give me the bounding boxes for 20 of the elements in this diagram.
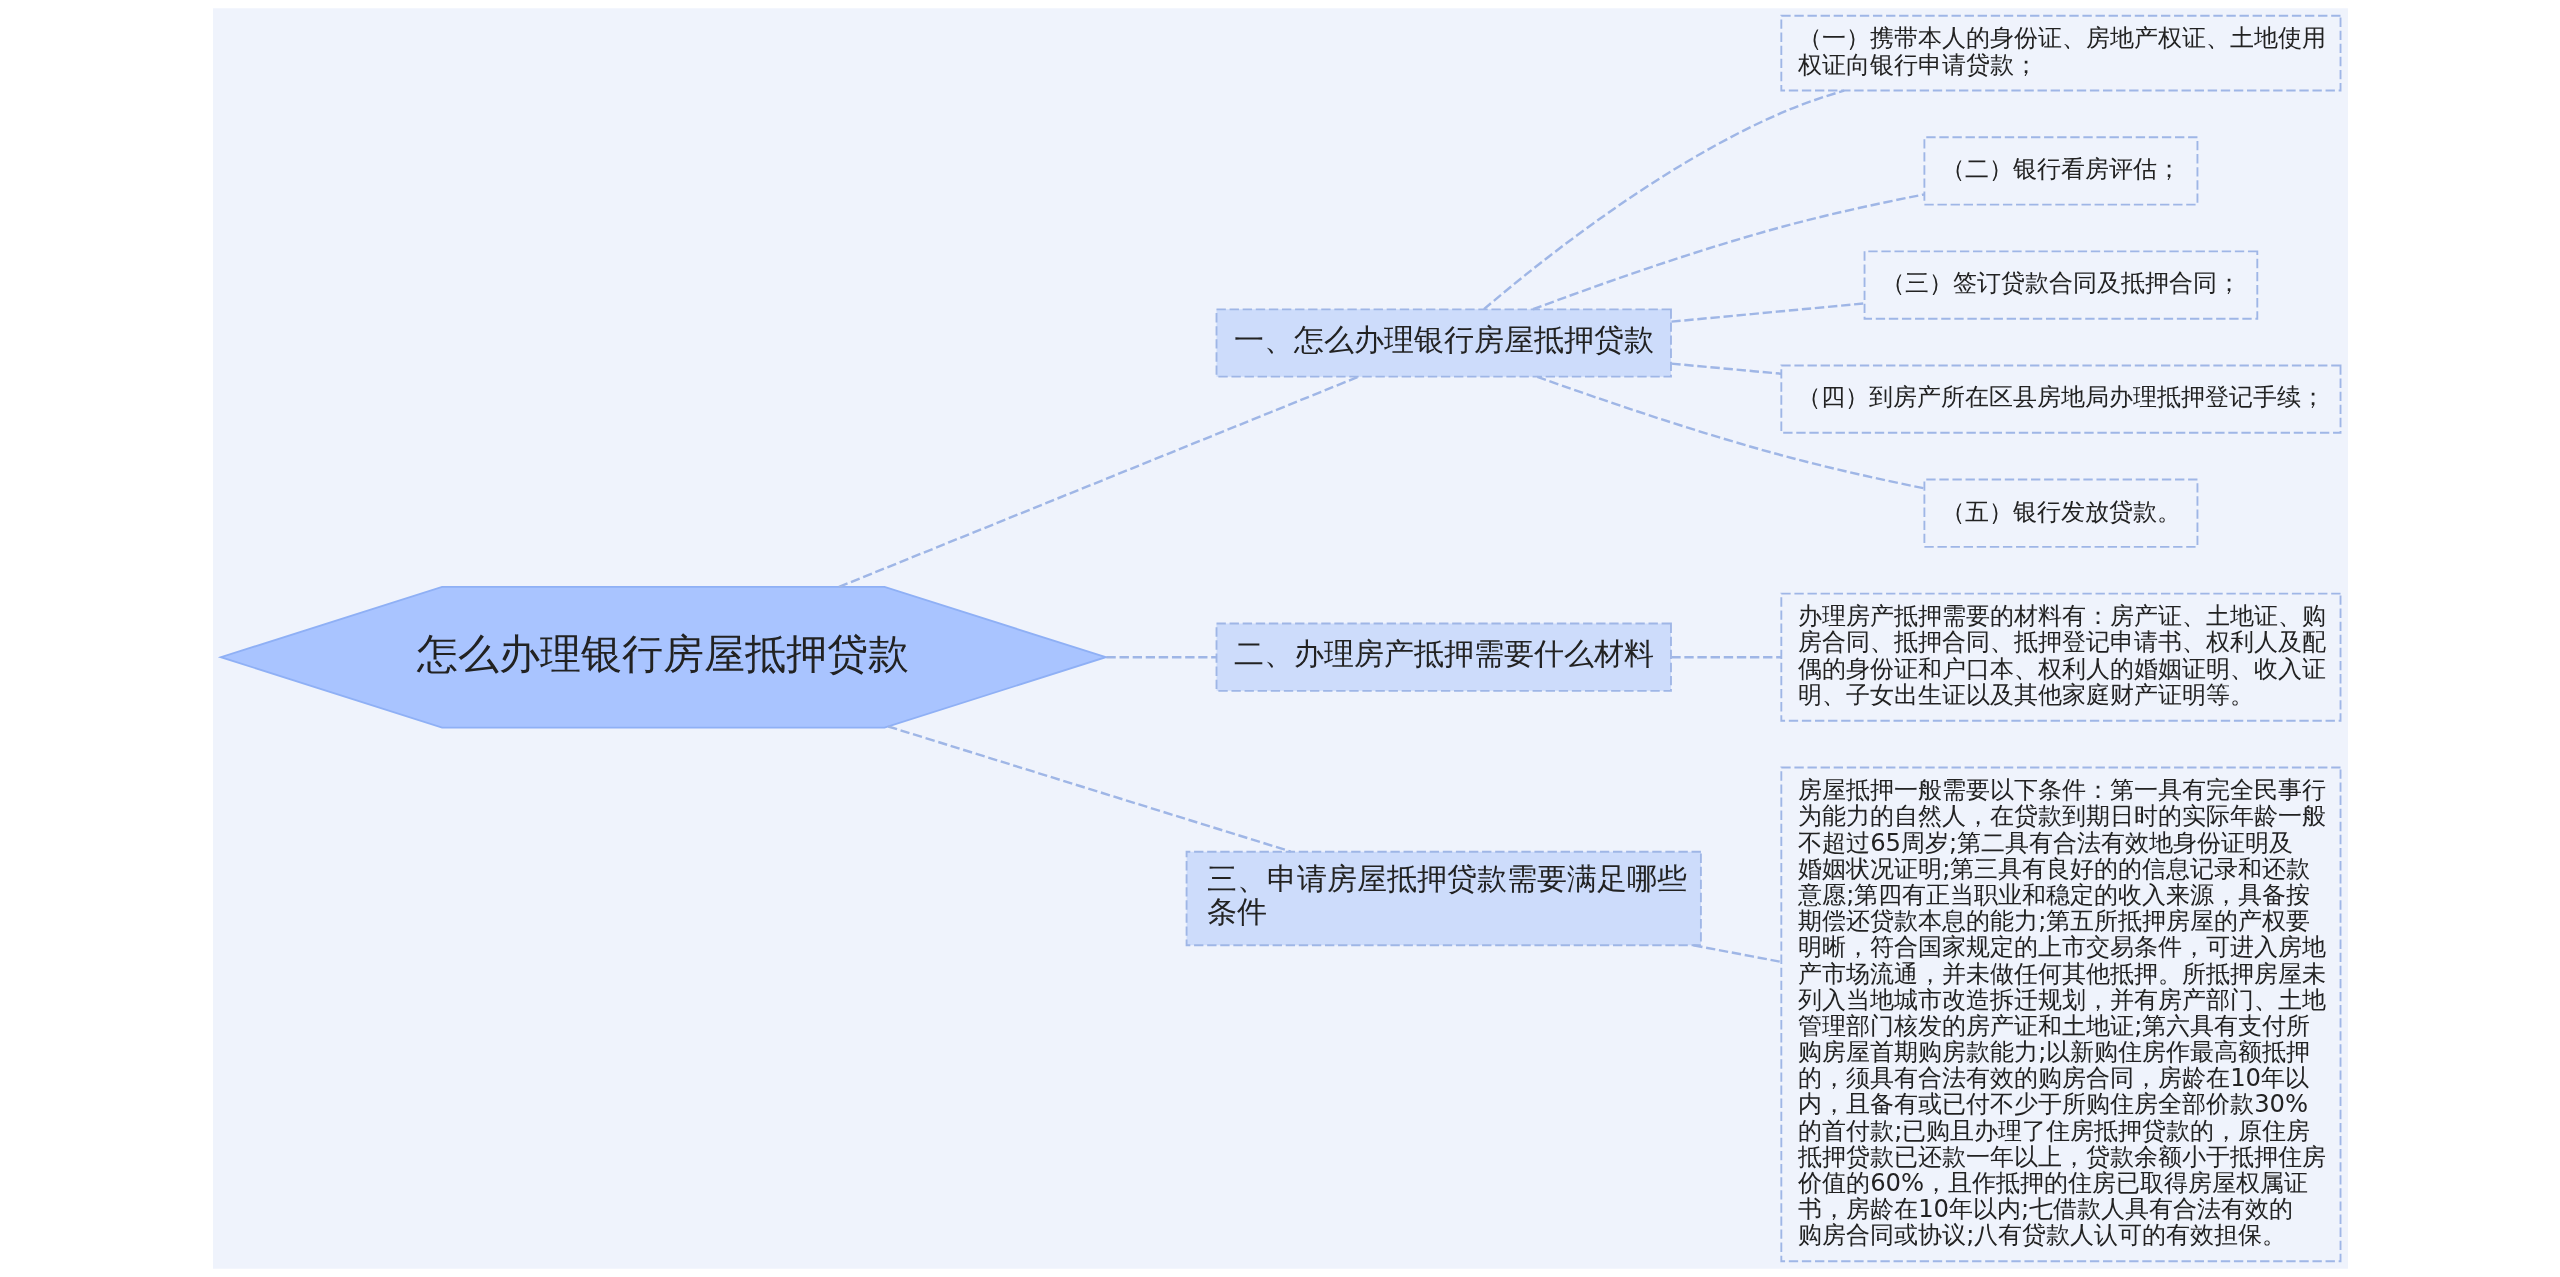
node-box: （三）签订贷款合同及抵押合同； — [1863, 250, 2258, 320]
connector — [1105, 656, 1216, 659]
connector — [887, 725, 1291, 853]
node-box: （五）银行发放贷款。 — [1922, 478, 2198, 548]
connector — [1692, 944, 1781, 964]
node-box: （二）银行看房评估； — [1922, 136, 2198, 206]
node-box: 房屋抵押一般需要以下条件：第一具有完全民事行为能力的自然人，在贷款到期日时的实际年龄一般不超过65周岁;第二具有合法有效地身份证明及婚姻状况证明;第三具有良好的的信息记录和还款意愿;第四有正当职业和稳定的收入来源，具备按期偿还贷款本息的能力;第五所抵押房屋的产权要明晰，符合国家规定的上市交易条件，可进入房地产市场流通，并未做任何其他抵押。所抵押房屋未列入当地城市改造拆迁规划，并有房产部门、土地管理部门核发的房产证和土地证;第六具有支付所购房屋首期购房款能力;以新购住房作最高额抵押的，须具有合法有效的购房合同，房龄在10年以内，且备有或已付不少于所购住房全部价款30%的首付款;已购且办理了住房抵押贷款的，原住房抵押贷款已还款一年以上，贷款余额小于抵押住房价值的60%，且作抵押的住房已取得房屋权属证书，房龄在10年以内;七借款人具有合法有效的购房合同或协议;八有贷款人认可的有效担保。 — [1779, 766, 2341, 1263]
connector — [1670, 656, 1781, 659]
node-box: 办理房产抵押需要的材料有：房产证、土地证、购房合同、抵押合同、抵押登记申请书、权利人及配偶的身份证和户口本、权利人的婚姻证明、收入证明、子女出生证以及其他家庭财产证明等。 — [1779, 592, 2341, 722]
node-box: 一、怎么办理银行房屋抵押贷款 — [1215, 308, 1672, 378]
node-box: 二、办理房产抵押需要什么材料 — [1215, 622, 1672, 692]
node-box: （四）到房产所在区县房地局办理抵押登记手续； — [1779, 364, 2341, 434]
connector — [1482, 89, 1844, 311]
connector — [1536, 375, 1924, 490]
node-box: 三、申请房屋抵押贷款需要满足哪些条件 — [1185, 850, 1702, 947]
connector — [1670, 302, 1865, 323]
connector — [838, 375, 1359, 588]
connector — [1532, 193, 1924, 311]
node-box: （一）携带本人的身份证、房地产权证、土地使用权证向银行申请贷款； — [1779, 14, 2341, 92]
connector — [1670, 362, 1781, 375]
